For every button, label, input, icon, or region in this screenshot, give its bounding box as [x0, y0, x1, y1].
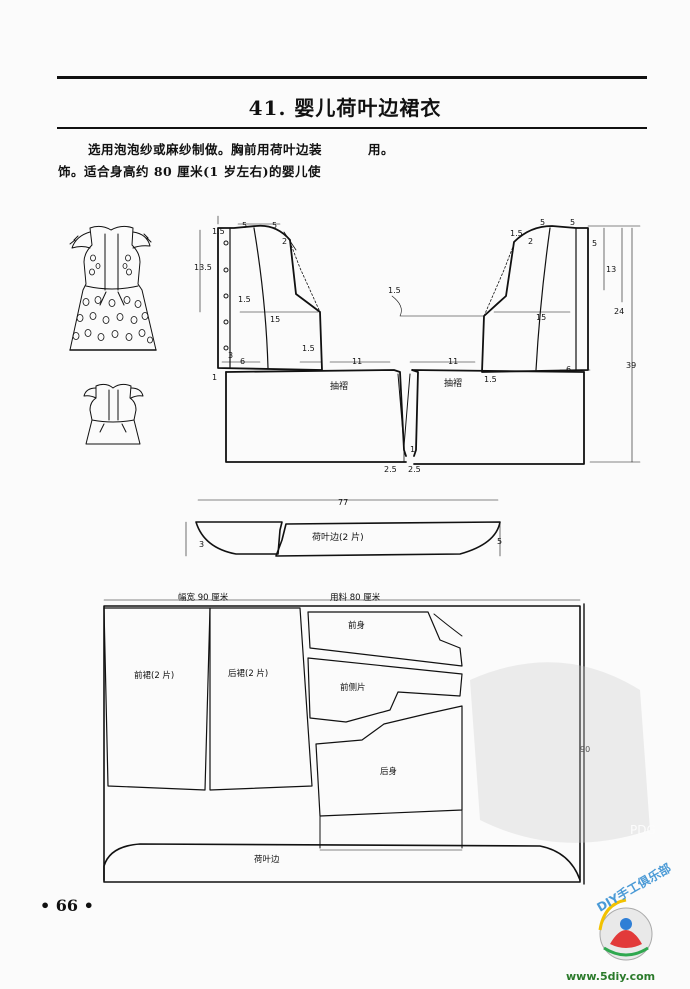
piece-front-skirt: 前裙(2 片): [134, 670, 174, 681]
ruffle-pattern: [185, 499, 501, 557]
piece-ruffle: 荷叶边: [254, 854, 280, 865]
dim-13: 13: [606, 265, 616, 274]
intro-gap-word: 用。: [368, 142, 395, 157]
dim-13-5: 13.5: [194, 263, 212, 272]
dim-5-d: 5: [570, 218, 575, 227]
skirt-pattern: [225, 369, 585, 465]
dim-3: 3: [228, 351, 233, 360]
right-bodice-pattern: [391, 225, 641, 463]
layout-labels: 幅宽 90 厘米 用料 80 厘米 90 前裙(2 片) 后裙(2 片) 前身 …: [134, 592, 590, 865]
dim-2-5-a: 2.5: [384, 465, 397, 474]
watermark-pdg: PDG: [630, 823, 656, 837]
dim-5-a: 5: [242, 221, 247, 230]
dim-3-ruffle: 3: [199, 540, 204, 549]
label-gather-left: 抽褶: [330, 380, 348, 392]
left-bodice-pattern: [199, 215, 391, 371]
dress-sketch-long: [69, 225, 157, 351]
dim-1-5-center: 1.5: [388, 286, 401, 295]
piece-front-side: 前侧片: [340, 682, 366, 693]
dim-2-b: 2: [528, 237, 533, 246]
dim-6-b: 6: [566, 365, 571, 374]
dim-1-a: 1: [212, 373, 217, 382]
dim-11-b: 11: [448, 357, 458, 366]
watermark-club-name: DIY手工俱乐部: [594, 860, 673, 915]
dim-15-b: 15: [536, 313, 546, 322]
dim-1-5-e: 1.5: [484, 375, 497, 384]
dress-sketch-short: [83, 383, 144, 445]
pattern-labels: 抽褶 抽褶 荷叶边(2 片): [312, 377, 462, 543]
label-fabric-length: 用料 80 厘米: [330, 592, 381, 603]
pattern-dimensions: 1.5 5 5 13.5 2 1.5 15 1.5 6 3 1 11 1.5 5…: [194, 218, 636, 549]
dim-5-c: 5: [540, 218, 545, 227]
diy-club-logo: DIY手工俱乐部 www.5diy.com: [566, 860, 673, 983]
dim-39: 39: [626, 361, 636, 370]
dim-1-5-a: 1.5: [212, 227, 225, 236]
dim-24: 24: [614, 307, 624, 316]
page-title: 41. 婴儿荷叶边裙衣: [248, 96, 442, 120]
title-rule-bottom: [57, 127, 647, 129]
piece-back-body: 后身: [380, 766, 397, 777]
dim-11-a: 11: [352, 357, 362, 366]
dim-1-5-c: 1.5: [302, 344, 315, 353]
watermark-site: www.5diy.com: [566, 970, 655, 983]
dim-5-ruffle: 5: [497, 537, 502, 546]
dim-1-b: 1: [410, 445, 415, 454]
dim-6-a: 6: [240, 357, 245, 366]
label-ruffle-pattern: 荷叶边(2 片): [312, 531, 364, 543]
piece-front-body: 前身: [348, 620, 365, 631]
intro-line-1: 选用泡泡纱或麻纱制做。胸前用荷叶边装: [88, 142, 323, 157]
intro-line-2: 饰。适合身高约 80 厘米(1 岁左右)的婴儿使: [58, 164, 321, 179]
dim-2-5-b: 2.5: [408, 465, 421, 474]
dim-1-5-b: 1.5: [238, 295, 251, 304]
label-gather-right: 抽褶: [444, 377, 462, 389]
title-rule-top: [57, 76, 647, 79]
dim-5-b: 5: [272, 221, 277, 230]
dim-2-a: 2: [282, 237, 287, 246]
label-fabric-width: 幅宽 90 厘米: [178, 592, 229, 603]
label-length-90: 90: [580, 745, 590, 754]
watermark-seal: PDG: [470, 662, 656, 843]
cutting-layout: [103, 599, 585, 885]
dim-15-a: 15: [270, 315, 280, 324]
piece-back-skirt: 后裙(2 片): [228, 668, 268, 679]
dim-1-5-d: 1.5: [510, 229, 523, 238]
page-number: • 66 •: [40, 896, 94, 915]
dim-77: 77: [338, 498, 348, 507]
dim-5-e: 5: [592, 239, 597, 248]
